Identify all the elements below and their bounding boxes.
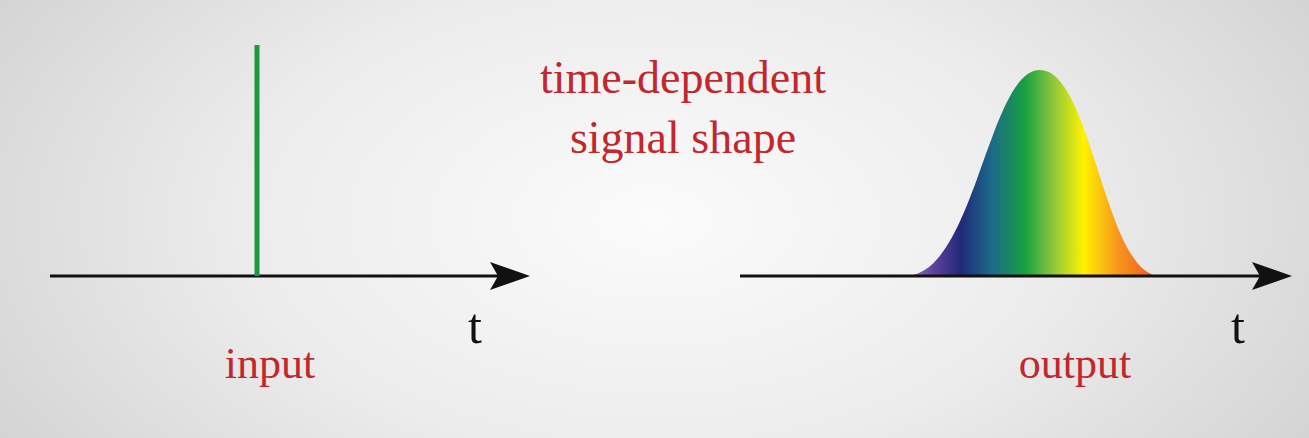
axis-label: t (468, 294, 482, 359)
output-pulse (905, 70, 1160, 276)
time-axis (740, 275, 1262, 278)
axis-label: t (1231, 294, 1245, 359)
axis-arrowhead (1252, 262, 1292, 290)
signal-label: output (1019, 335, 1131, 392)
time-axis (50, 275, 500, 278)
impulse-spike (255, 45, 260, 276)
heading-label: time-dependent signal shape (493, 48, 873, 168)
signal-label: input (225, 335, 315, 392)
axis-arrowhead (490, 262, 530, 290)
